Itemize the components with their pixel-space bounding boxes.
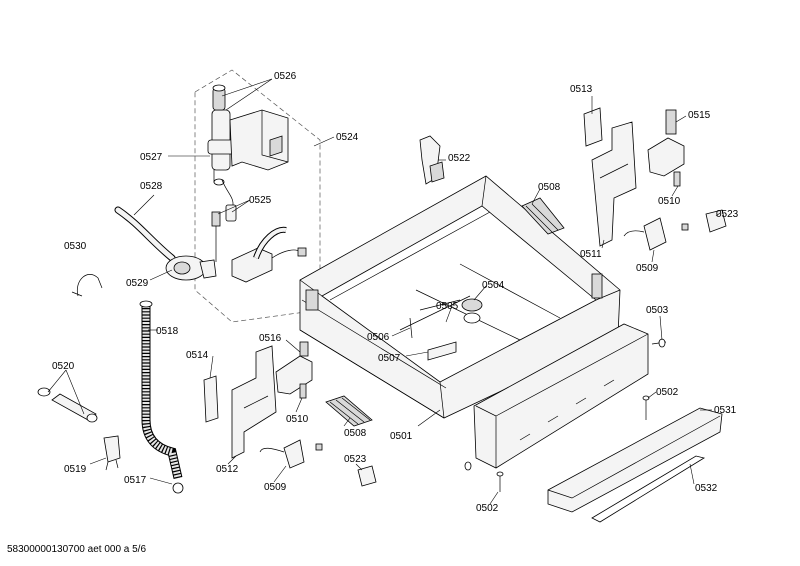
label-0523-left: 0523: [344, 454, 367, 465]
label-0516: 0516: [259, 333, 282, 344]
label-0532: 0532: [695, 483, 718, 494]
label-0502-bottom: 0502: [476, 503, 499, 514]
label-0508-left: 0508: [344, 428, 367, 439]
label-0529: 0529: [126, 278, 149, 289]
label-0518: 0518: [156, 326, 179, 337]
document-footer: 58300000130700 aet 000 a 5/6: [7, 544, 147, 555]
part-labels: 0526 0524 0527 0528 0525 0530 0529 0518 …: [52, 71, 739, 514]
label-0504: 0504: [482, 280, 505, 291]
label-0513: 0513: [570, 84, 593, 95]
label-0519: 0519: [64, 464, 87, 475]
label-0514: 0514: [186, 350, 209, 361]
label-0523-right: 0523: [716, 209, 739, 220]
label-0502-top: 0502: [656, 387, 679, 398]
front-panel-and-plinth: [464, 323, 723, 523]
label-0528: 0528: [140, 181, 163, 192]
label-0524: 0524: [336, 132, 359, 143]
label-0526: 0526: [274, 71, 297, 82]
left-small-parts: [37, 273, 184, 494]
base-tub: [299, 175, 621, 419]
label-0522: 0522: [448, 153, 471, 164]
label-0530: 0530: [64, 241, 87, 252]
label-0508-right: 0508: [538, 182, 561, 193]
label-0515: 0515: [688, 110, 711, 121]
label-0509-left: 0509: [264, 482, 287, 493]
label-0527: 0527: [140, 152, 163, 163]
label-0506: 0506: [367, 332, 390, 343]
label-0517: 0517: [124, 475, 147, 486]
label-0509-right: 0509: [636, 263, 659, 274]
label-0531: 0531: [714, 405, 737, 416]
label-0507: 0507: [378, 353, 401, 364]
label-0511: 0511: [580, 249, 602, 260]
pump-assembly-boundary: [194, 69, 321, 323]
label-0525: 0525: [249, 195, 272, 206]
label-0503: 0503: [646, 305, 669, 316]
right-brackets: [419, 107, 727, 251]
label-0512: 0512: [216, 464, 239, 475]
label-0510-left: 0510: [286, 414, 309, 425]
label-0520: 0520: [52, 361, 75, 372]
left-brackets: [203, 341, 377, 487]
leader-lines: [47, 78, 721, 505]
label-0510-right: 0510: [658, 196, 681, 207]
label-0501: 0501: [390, 431, 413, 442]
circulation-pump-assembly: [114, 84, 307, 283]
label-0505: 0505: [436, 301, 459, 312]
